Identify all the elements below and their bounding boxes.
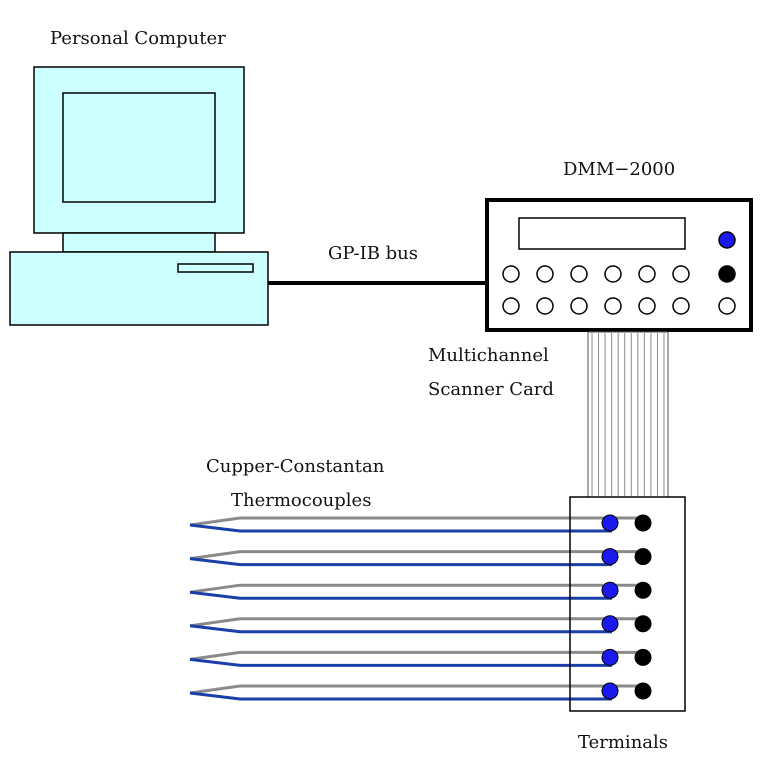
dmm-label: DMM−2000: [563, 159, 676, 180]
terminal-point-black: [634, 648, 652, 666]
dmm-button: [638, 265, 656, 283]
disk-drive-slot: [177, 263, 254, 273]
terminal-point-black: [634, 548, 652, 566]
thermocouple-wire-blue: [189, 624, 612, 634]
thermocouple-wire-gray: [189, 617, 643, 628]
terminal-point-black: [634, 615, 652, 633]
thermocouple-wire-blue: [189, 657, 612, 667]
dmm-display: [518, 217, 686, 250]
thermocouple-wire-blue: [189, 590, 612, 600]
thermocouple-wire-gray: [189, 550, 643, 561]
thermocouple-wire-blue: [189, 523, 612, 533]
thermocouple-wire-blue: [189, 557, 612, 567]
dmm-indicator-open: [718, 297, 736, 315]
dmm-button: [536, 265, 554, 283]
dmm-indicator-black: [718, 265, 736, 283]
ribbon-cable-body: [587, 331, 669, 498]
personal-computer: [9, 66, 269, 326]
dmm-button: [672, 297, 690, 315]
scanner-card-label-line1: Multichannel: [428, 345, 549, 366]
personal-computer-label: Personal Computer: [50, 28, 226, 49]
terminal-point-blue: [601, 682, 619, 700]
thermocouple-wire-gray: [189, 583, 643, 594]
terminal-points: [601, 514, 652, 700]
scanner-ribbon-cable: [587, 331, 669, 498]
terminal-point-blue: [601, 615, 619, 633]
terminal-point-black: [634, 682, 652, 700]
dmm-2000: [485, 198, 753, 332]
scanner-card-label-line2: Scanner Card: [428, 379, 554, 400]
thermocouple-wires: [189, 516, 643, 701]
terminal-block: [569, 496, 686, 712]
dmm-button-grid: [502, 265, 690, 315]
thermocouple-wire-gray: [189, 516, 643, 527]
terminal-block-body: [569, 496, 686, 712]
thermocouple-wire-blue: [189, 691, 612, 701]
dmm-button: [502, 297, 520, 315]
dmm-button: [570, 265, 588, 283]
terminals-label: Terminals: [578, 732, 669, 753]
terminal-point-blue: [601, 648, 619, 666]
terminal-point-blue: [601, 581, 619, 599]
thermocouples-label-line2: Thermocouples: [231, 490, 372, 511]
dmm-button: [570, 297, 588, 315]
monitor-screen: [62, 92, 216, 203]
dmm-button: [672, 265, 690, 283]
dmm-button: [536, 297, 554, 315]
gpib-bus-label: GP-IB bus: [328, 243, 418, 264]
ribbon-stripes: [591, 333, 665, 496]
terminal-point-blue: [601, 548, 619, 566]
computer-base: [9, 251, 269, 326]
dmm-indicator-blue: [718, 231, 736, 249]
thermocouple-wire-gray: [189, 684, 643, 695]
dmm-button: [502, 265, 520, 283]
dmm-button: [604, 297, 622, 315]
thermocouple-wire-gray: [189, 650, 643, 661]
terminal-point-black: [634, 514, 652, 532]
terminal-point-black: [634, 581, 652, 599]
terminal-point-blue: [601, 514, 619, 532]
dmm-button: [604, 265, 622, 283]
thermocouples-label-line1: Cupper-Constantan: [206, 456, 385, 477]
monitor-stand: [62, 232, 216, 253]
dmm-button: [638, 297, 656, 315]
